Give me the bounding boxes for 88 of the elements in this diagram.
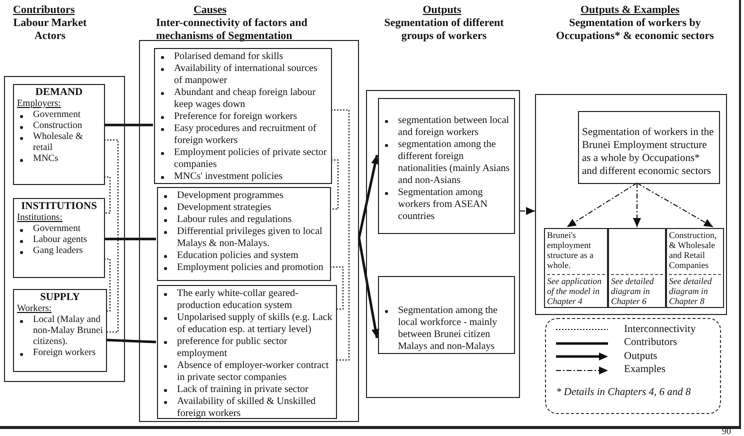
list-item: Development strategies: [177, 202, 272, 214]
list-item: Gang leaders: [33, 246, 83, 257]
arrow: [633, 182, 641, 228]
list-item: Segmentation among the local workforce - mainly between Brunei citizen Malays and non-Malays: [398, 305, 498, 353]
list-item: Wholesale & retail: [33, 132, 84, 154]
box-heading: DEMAND: [34, 87, 84, 99]
column-subheading: Segmentation of different groups of workers: [383, 17, 505, 43]
list-item: Absence of employer-worker contract in private sector companies: [177, 360, 330, 384]
group-frame: [366, 90, 520, 398]
arrow: [636, 182, 714, 228]
page-number: 90: [722, 427, 731, 436]
list-item: MNCs' investment policies: [174, 171, 282, 183]
connector-line: [330, 110, 350, 360]
list-box: [157, 285, 337, 419]
legend-label: Contributors: [624, 337, 678, 350]
chapter-note: See application of the model in Chapter 4: [547, 274, 605, 306]
list-item: Development programmes: [177, 190, 284, 202]
list-box: [378, 276, 515, 354]
arrow: [566, 182, 638, 228]
group-frame: [4, 76, 125, 382]
list-item: Unpolarised supply of skills (e.g. Lack of education esp. at tertiary level): [177, 312, 333, 336]
list-item: Easy procedures and recruitment of foreign workers: [174, 123, 318, 147]
text-box: [578, 111, 720, 184]
list-item: Polarised demand for skills: [174, 51, 284, 63]
chapter-note: See detailed diagram in Chapter 8: [669, 274, 721, 306]
group-frame: [139, 40, 359, 422]
list-item: Abundant and cheap foreign labour keep wages down: [174, 87, 317, 111]
footnote: * Details in Chapters 4, 6 and 8: [556, 387, 692, 399]
arrow: [358, 154, 379, 238]
list-item: MNCs: [33, 154, 58, 165]
column-subheading: Inter-connectivity of factors and mechanisms of Segmentation: [156, 17, 308, 43]
list-item: Segmentation among workers from ASEAN countries: [398, 187, 488, 223]
legend-label: Interconnectivity: [624, 324, 696, 336]
column-subheading: Segmentation of workers by Occupations* & economic sectors: [555, 17, 715, 43]
legend-label: Examples: [624, 364, 666, 376]
list-item: The early white-collar geared-production education system: [177, 288, 300, 312]
list-item: Lack of training in private sector: [177, 384, 308, 396]
box-subheading: Institutions:: [17, 213, 62, 224]
list-item: Government: [33, 110, 80, 121]
list-item: Education policies and system: [177, 250, 298, 262]
list-item: segmentation among the different foreign nationalities (mainly Asians and non-Asians: [398, 139, 511, 187]
chapter-note: See detailed diagram in Chapter 6: [611, 274, 663, 306]
connector-line: [330, 266, 344, 310]
example-box: [666, 228, 724, 308]
list-box: [13, 84, 105, 185]
list-box: [13, 198, 105, 278]
box-heading: SUPPLY: [39, 292, 81, 304]
list-box: [13, 289, 107, 372]
list-item: Preference for foreign workers: [174, 111, 297, 123]
list-item: Availability of skilled & Unskilled foreign workers: [177, 396, 317, 420]
list-item: Local (Malay and non-Malay Brunei citizens).: [33, 315, 103, 348]
arrow: [358, 238, 380, 338]
list-box: [154, 48, 332, 184]
connector-line: [104, 238, 156, 240]
list-item: Construction: [33, 121, 82, 132]
list-item: preference for public sector employment: [177, 336, 288, 360]
column-heading: Outputs: [422, 4, 462, 17]
box-text: Brunei's employment structure as a whole.: [547, 230, 594, 270]
column-heading: Outputs & Examples: [579, 4, 681, 17]
column-heading: Causes: [192, 4, 228, 17]
connector-line: [104, 124, 153, 126]
box-heading: INSTITUTIONS: [20, 201, 98, 213]
group-frame: [535, 94, 727, 315]
connector-line: [106, 338, 156, 344]
list-item: Employment policies of private sector companies: [174, 147, 328, 171]
connector-line: [104, 258, 110, 312]
list-item: Labour agents: [33, 235, 88, 246]
list-item: Availability of international sources of manpower: [174, 63, 318, 87]
list-item: Employment policies and promotion: [177, 262, 324, 274]
example-box: [608, 228, 666, 308]
box-subheading: Workers:: [17, 304, 52, 315]
box-subheading: Employers:: [17, 99, 61, 110]
legend-label: Outputs: [624, 350, 658, 363]
list-item: Differential privileges given to local Malays & non-Malays.: [177, 226, 324, 250]
connector-line: [330, 160, 338, 210]
box-text: Segmentation of workers in the Brunei Employment structure as a whole by Occupations* and different economic sectors: [582, 126, 715, 178]
arrow: [520, 207, 536, 215]
example-box: [544, 228, 608, 308]
connector-line: [104, 176, 110, 214]
column-subheading: Labour Market Actors: [12, 17, 88, 43]
list-box: [378, 98, 515, 234]
list-item: Foreign workers: [33, 348, 96, 359]
list-item: Government: [33, 224, 80, 235]
connector-line: [104, 140, 118, 332]
list-box: [157, 187, 331, 281]
box-text: Construction, & Wholesale and Retail Companies: [669, 230, 718, 270]
column-heading: Contributors: [13, 4, 76, 17]
list-item: Labour rules and regulations: [177, 214, 292, 226]
